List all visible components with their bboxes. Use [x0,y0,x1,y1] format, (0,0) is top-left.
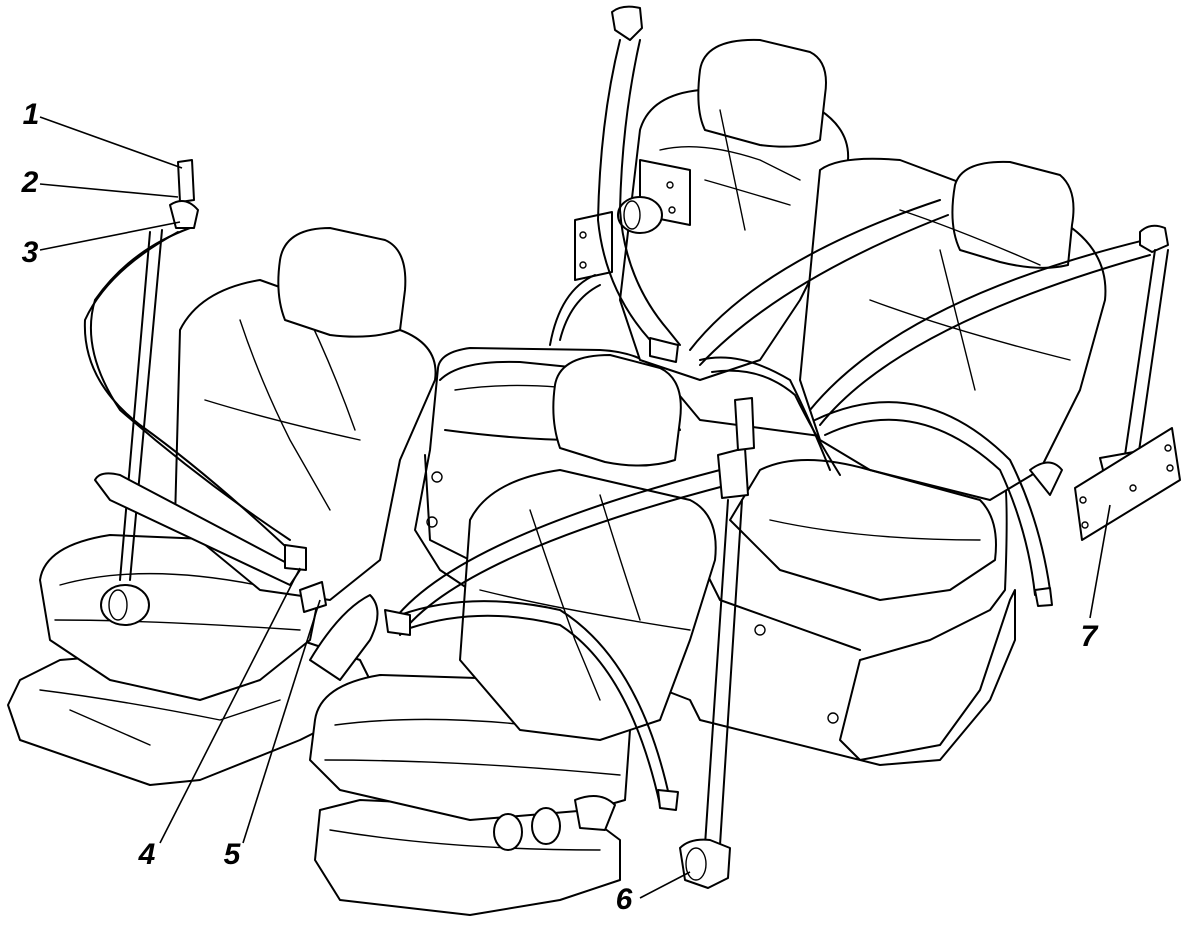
rear-left-seat-belt [549,5,681,363]
front-left-seat [7,227,437,786]
front-right-seat-belt [384,397,755,889]
front-left-seat-belt [83,159,307,586]
callout-2: 2 [21,166,39,199]
callout-3: 3 [21,236,39,269]
callout-7: 7 [1080,620,1098,653]
rear-bench-seat [414,38,1107,766]
callout-1: 1 [22,98,40,131]
rear-right-seat-belt [689,199,1181,607]
front-right-seat [309,354,717,916]
callout-5: 5 [223,838,241,871]
callout-4: 4 [138,838,156,871]
callout-6: 6 [615,883,633,916]
leader-lines [39,116,1111,899]
